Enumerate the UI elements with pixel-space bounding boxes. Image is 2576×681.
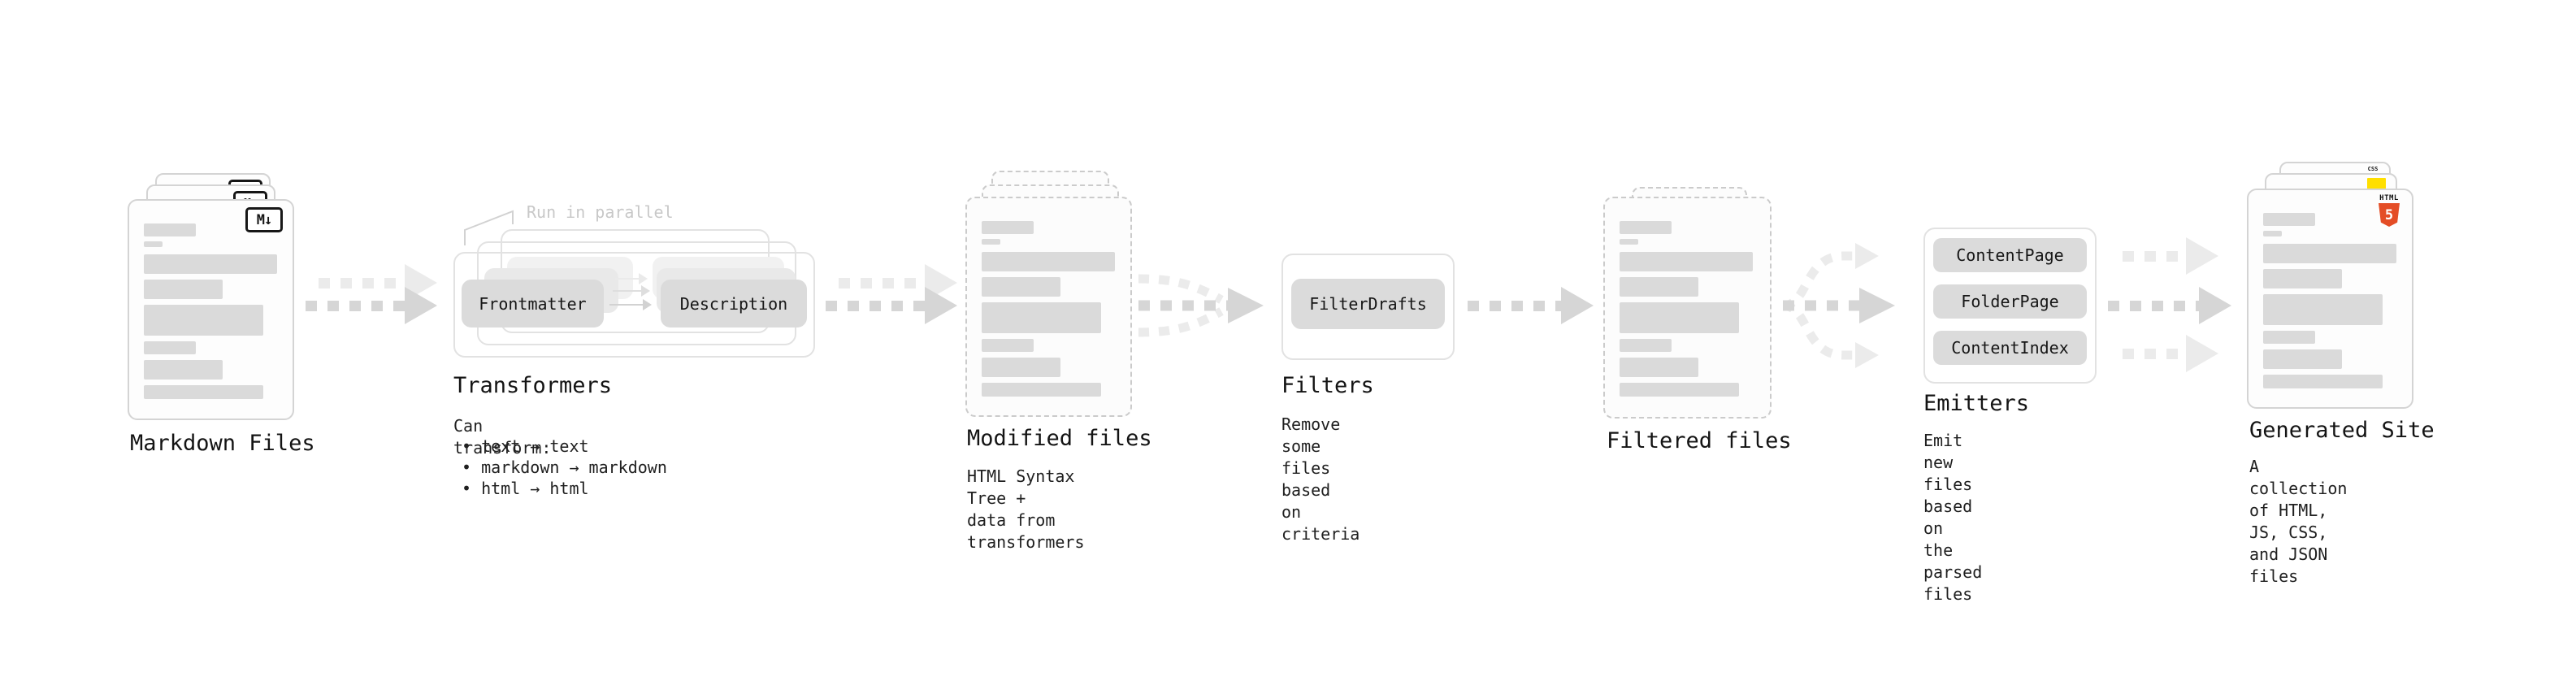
- html5-icon-shield: 5: [2379, 203, 2400, 227]
- bullet-item: • markdown → markdown: [462, 458, 667, 477]
- bullet-item: • html → html: [462, 479, 589, 498]
- node-description: Remove some files based on criteria: [1281, 414, 1360, 544]
- doc-line: [144, 341, 196, 354]
- doc-line: [982, 252, 1115, 271]
- node-label: Generated Site: [2249, 418, 2435, 443]
- doc-line: [2263, 213, 2315, 226]
- emitter-pill: ContentPage: [1933, 238, 2087, 272]
- doc-line: [144, 305, 263, 336]
- file-card: HTML 5: [2247, 189, 2413, 409]
- parallel-arrow: [615, 273, 648, 284]
- markdown-icon: M↓: [245, 207, 283, 232]
- doc-line: [982, 358, 1060, 377]
- emitter-pill: FolderPage: [1933, 284, 2087, 319]
- transformer-frame: [453, 252, 815, 358]
- doc-line: [1620, 358, 1698, 377]
- arrow-modified-to-filters: [1138, 274, 1264, 337]
- parallel-arrow: [613, 285, 650, 297]
- doc-line: [144, 360, 223, 380]
- bullet-item: • text → text: [462, 436, 589, 456]
- emitter-pill: ContentIndex: [1933, 331, 2087, 365]
- transformer-pill-frontmatter: Frontmatter: [462, 280, 604, 327]
- file-card: [965, 197, 1132, 417]
- run-in-parallel-annotation: Run in parallel: [527, 202, 674, 222]
- doc-line: [2263, 331, 2315, 344]
- doc-line: [144, 241, 163, 247]
- arrow-emitter-top-to-site: [2123, 237, 2218, 275]
- arrow-emitter-bottom-to-site: [2123, 335, 2218, 372]
- arrow-filters-to-filtered: [1468, 287, 1594, 324]
- doc-line: [982, 277, 1060, 297]
- arrow-transformers-to-modified: [826, 287, 957, 324]
- file-card: [1603, 197, 1772, 419]
- arrow-emitter-middle-to-site: [2108, 287, 2231, 324]
- node-label: Modified files: [967, 426, 1152, 451]
- doc-line: [1620, 221, 1672, 234]
- html5-icon-word: HTML: [2379, 194, 2399, 202]
- html5-icon-number: 5: [2384, 206, 2394, 223]
- doc-line: [982, 221, 1034, 234]
- js-icon: [2367, 178, 2386, 189]
- node-description: A collection of HTML, JS, CSS, and JSON …: [2249, 457, 2348, 586]
- annotation-leader-line: [464, 210, 514, 245]
- doc-line: [144, 223, 196, 236]
- doc-line: [1620, 252, 1753, 271]
- doc-line: [982, 302, 1101, 333]
- node-label: Markdown Files: [130, 431, 315, 456]
- doc-line: [2263, 294, 2383, 325]
- doc-line: [1620, 277, 1698, 297]
- node-description: Emit new files based on the parsed files: [1923, 431, 1983, 604]
- doc-line: [144, 254, 277, 274]
- node-description: HTML Syntax Tree + data from transformer…: [967, 466, 1085, 552]
- doc-line: [982, 383, 1101, 397]
- doc-line: [144, 280, 223, 299]
- doc-line: [144, 385, 263, 399]
- doc-line: [2263, 375, 2383, 388]
- node-label: Filters: [1281, 373, 1374, 398]
- doc-line: [1620, 239, 1638, 245]
- arrow-markdown-to-transformers: [306, 287, 437, 324]
- parallel-arrow: [609, 299, 652, 310]
- css-icon-word: CSS: [2367, 166, 2379, 172]
- transformer-pill-description: Description: [661, 280, 807, 327]
- node-label: Transformers: [453, 373, 613, 398]
- doc-line: [2263, 269, 2342, 288]
- doc-line: [982, 339, 1034, 352]
- node-label: Emitters: [1923, 391, 2030, 416]
- doc-line: [982, 239, 1000, 245]
- html5-icon: HTML 5: [2377, 194, 2401, 227]
- doc-line: [1620, 383, 1739, 397]
- filter-pill: FilterDrafts: [1291, 279, 1445, 329]
- node-label: Filtered files: [1607, 428, 1792, 453]
- doc-line: [1620, 302, 1739, 333]
- doc-line: [1620, 339, 1672, 352]
- node-description: Can transform:: [453, 416, 552, 458]
- arrow-filtered-to-emitters: [1782, 243, 1895, 368]
- transformer-bullets: • text → text • markdown → markdown • ht…: [462, 436, 667, 499]
- file-card: M↓: [128, 199, 294, 420]
- doc-line: [2263, 244, 2396, 263]
- doc-line: [2263, 231, 2282, 236]
- doc-line: [2263, 349, 2342, 369]
